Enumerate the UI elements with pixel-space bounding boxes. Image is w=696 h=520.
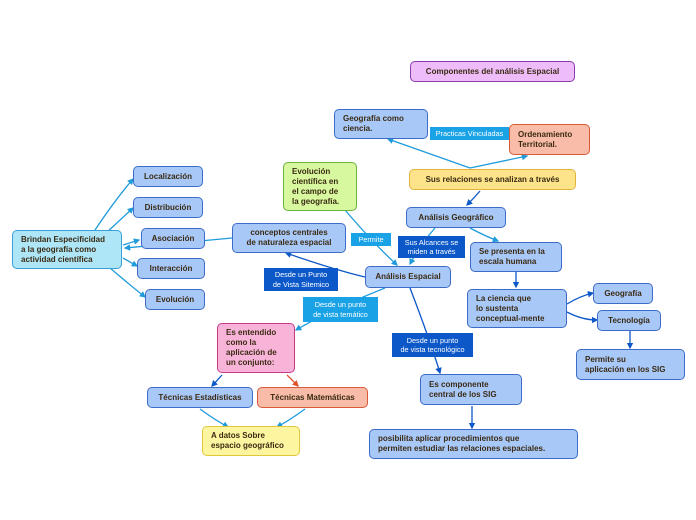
node-tecnicas-estadisticas[interactable]: Técnicas Estadísticas [147,387,253,408]
node-geografia-ciencia[interactable]: Geografía como ciencia. [334,109,428,139]
link-brindan-evolucion [109,267,147,298]
node-componente-sig[interactable]: Es componente central de los SIG [420,374,522,405]
node-ciencia-sustenta[interactable]: La ciencia que lo sustenta conceptual-me… [467,289,567,328]
link-brindan-localizacion [94,178,134,231]
node-tecnicas-matematicas[interactable]: Técnicas Matemáticas [257,387,368,408]
node-evolucion[interactable]: Evolución [145,289,205,310]
link-brindan-interaccion [122,257,139,267]
node-evolucion-cientifica[interactable]: Evolución científica en el campo de la g… [283,162,357,211]
link-entendido-matematicas [286,374,299,387]
node-ordenamiento[interactable]: Ordenamiento Territorial. [509,124,590,155]
link-espacial-conceptos [284,251,366,278]
node-se-presenta[interactable]: Se presenta en la escala humana [470,242,562,272]
link-relaciones-analisisgeo [466,190,481,206]
node-conceptos[interactable]: conceptos centrales de naturaleza espaci… [232,223,346,253]
node-interaccion[interactable]: Interacción [137,258,205,279]
link-relaciones-geografia [386,137,471,169]
link-espacial-componente [409,287,442,375]
label-permite: Permite [351,233,391,246]
node-brindan[interactable]: Brindan Especificidad a la geografía com… [12,230,122,269]
node-distribucion[interactable]: Distribución [133,197,203,218]
node-asociacion[interactable]: Asociación [141,228,205,249]
node-geografia[interactable]: Geografía [593,283,653,304]
label-desde-tematico: Desde un punto de vista temático [303,297,378,322]
node-relaciones[interactable]: Sus relaciones se analizan a través [409,169,576,190]
node-permite-sig[interactable]: Permite su aplicación en los SIG [576,349,685,380]
link-ciencia-tecnologia [566,311,599,324]
node-posibilita[interactable]: posibilita aplicar procedimientos que pe… [369,429,578,459]
diagram-title[interactable]: Componentes del análisis Espacial [410,61,575,82]
node-analisis-espacial[interactable]: Análisis Espacial [365,266,451,288]
link-estadisticas-datos [199,408,230,428]
node-tecnologia[interactable]: Tecnología [597,310,661,331]
link-matematicas-datos [275,408,306,428]
label-practicas-vinculadas: Practicas Vinculadas [430,127,509,140]
label-sus-alcances: Sus Alcances se miden a través [398,236,465,258]
link-ciencia-geografia [566,291,595,305]
label-desde-tecnologico: Desde un punto de vista tecnológico [392,333,473,357]
link-relaciones-ordenamiento [469,153,529,169]
node-localizacion[interactable]: Localización [133,166,203,187]
label-desde-sitemico: Desde un Punto de Vista Sitemico [264,268,338,291]
link-brindan-asociacion [122,238,141,246]
node-datos-sobre[interactable]: A datos Sobre espacio geográfico [202,426,300,456]
node-analisis-geografico[interactable]: Análisis Geográfico [406,207,506,228]
node-entendido[interactable]: Es entendido como la aplicación de un co… [217,323,295,373]
link-entendido-estadisticas [211,374,223,387]
link-analisisgeo-presenta [469,227,500,243]
